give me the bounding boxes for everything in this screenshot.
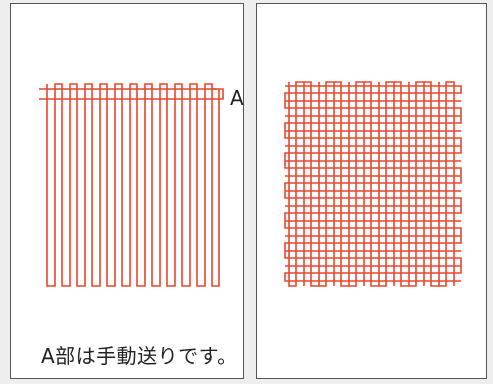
point-a-connector: [212, 88, 224, 100]
vertical-serpentine-stitch: [288, 81, 455, 287]
grid-stitch-diagram: [284, 81, 462, 287]
vertical-stitch-diagram: [39, 83, 224, 287]
left-panel: A A部は手動送りです。: [10, 3, 244, 379]
serpentine-stitch-path: [46, 83, 220, 287]
manual-feed-note: A部は手動送りです。: [41, 344, 238, 368]
point-a-label: A: [230, 86, 244, 110]
horizontal-serpentine-stitch: [284, 85, 462, 282]
right-panel: [256, 3, 487, 379]
